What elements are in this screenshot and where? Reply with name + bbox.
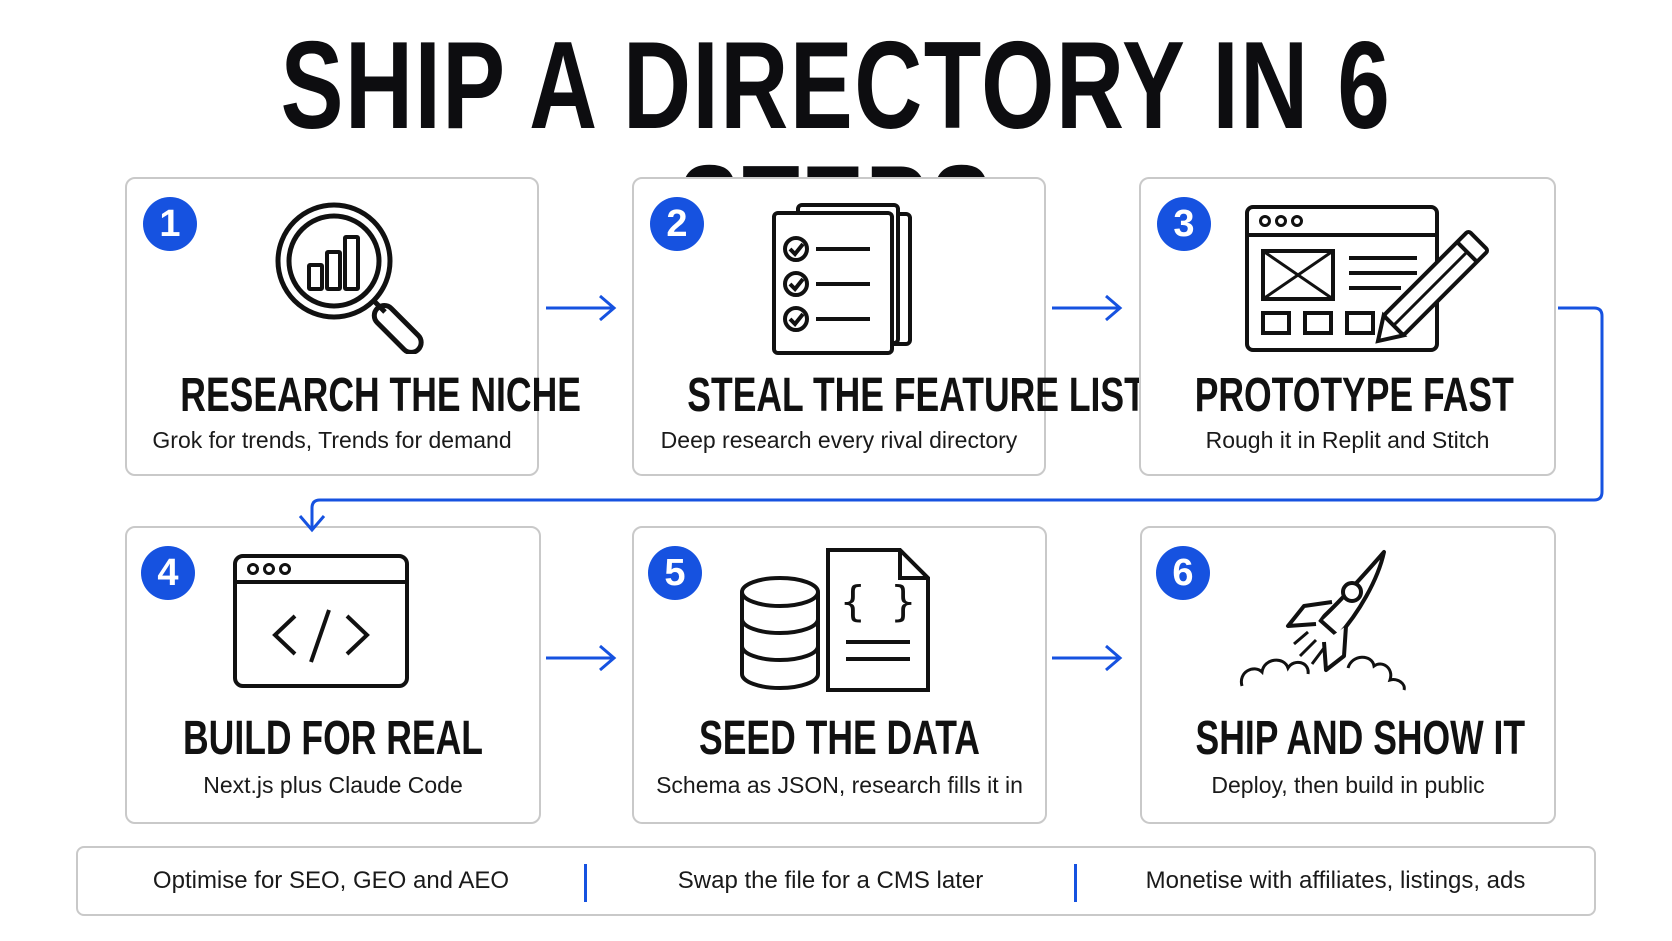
step-card-3: 3 PROTOTYPE FAST Rough it in Replit and … xyxy=(1139,177,1556,476)
step-heading: SEED THE DATA xyxy=(699,712,980,765)
step-number-badge: 4 xyxy=(141,546,195,600)
step-subtitle: Deep research every rival directory xyxy=(660,427,1018,453)
magnifier-bar-chart-icon xyxy=(275,202,424,354)
footer-item: Swap the file for a CMS later xyxy=(677,867,984,894)
step-number-badge: 1 xyxy=(143,197,197,251)
step-heading: SHIP AND SHOW IT xyxy=(1195,712,1526,765)
arrow-right-icon xyxy=(1052,644,1123,672)
footer-divider xyxy=(1074,864,1077,902)
arrow-right-icon xyxy=(546,294,617,322)
wireframe-pencil-icon xyxy=(1245,205,1490,352)
arrow-right-icon xyxy=(546,644,617,672)
footer-bar: Optimise for SEO, GEO and AEO Swap the f… xyxy=(76,846,1596,916)
footer-divider xyxy=(584,864,587,902)
step-number-badge: 5 xyxy=(648,546,702,600)
checklist-icon xyxy=(772,203,912,355)
step-number-badge: 2 xyxy=(650,197,704,251)
step-number-badge: 3 xyxy=(1157,197,1211,251)
arrow-right-icon xyxy=(1052,294,1123,322)
footer-item: Optimise for SEO, GEO and AEO xyxy=(152,867,510,894)
step-subtitle: Next.js plus Claude Code xyxy=(203,772,463,798)
step-heading: PROTOTYPE FAST xyxy=(1194,369,1514,422)
step-subtitle: Rough it in Replit and Stitch xyxy=(1205,427,1490,453)
step-card-4: 4 BUILD FOR REAL Next.js plus Claude Cod… xyxy=(125,526,541,824)
footer-item: Monetise with affiliates, listings, ads xyxy=(1145,867,1526,894)
database-json-icon: { } xyxy=(740,548,930,692)
step-heading: BUILD FOR REAL xyxy=(183,712,483,765)
svg-text:{ }: { } xyxy=(840,577,916,626)
step-number-badge: 6 xyxy=(1156,546,1210,600)
rocket-icon xyxy=(1239,550,1406,691)
step-subtitle: Grok for trends, Trends for demand xyxy=(152,427,512,453)
code-window-icon xyxy=(233,554,409,688)
step-card-6: 6 SHIP AND SHOW IT Deploy, then build in… xyxy=(1140,526,1556,824)
step-card-5: 5 { } SEED THE DATA Schema as JSON, rese… xyxy=(632,526,1047,824)
step-card-1: 1 RESEARCH THE NICHE Grok for trends, Tr… xyxy=(125,177,581,476)
step-subtitle: Schema as JSON, research fills it in xyxy=(656,772,1023,798)
step-subtitle: Deploy, then build in public xyxy=(1211,772,1485,798)
